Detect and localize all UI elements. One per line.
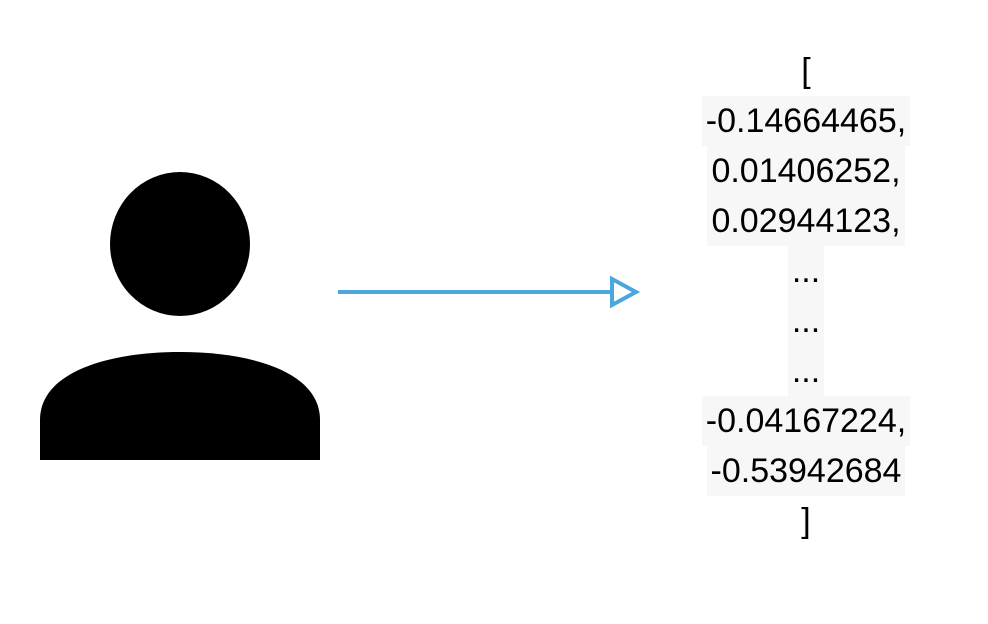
vector-ellipsis: ... bbox=[787, 296, 825, 346]
person-head bbox=[110, 172, 250, 316]
arrow-right bbox=[338, 275, 641, 309]
vector-value: -0.04167224, bbox=[701, 396, 911, 446]
person-icon bbox=[40, 172, 320, 460]
vector-value: -0.14664465, bbox=[701, 96, 911, 146]
arrow-head-icon bbox=[610, 275, 641, 309]
vector-ellipsis: ... bbox=[787, 246, 825, 296]
vector-ellipsis: ... bbox=[787, 346, 825, 396]
open-bracket: [ bbox=[801, 52, 811, 90]
embedding-vector: [ -0.14664465, 0.01406252, 0.02944123, .… bbox=[656, 46, 956, 546]
vector-value: -0.53942684 bbox=[706, 446, 906, 496]
vector-value: 0.01406252, bbox=[707, 146, 905, 196]
close-bracket: ] bbox=[801, 502, 811, 540]
vector-value: 0.02944123, bbox=[707, 196, 905, 246]
person-body bbox=[40, 352, 320, 460]
